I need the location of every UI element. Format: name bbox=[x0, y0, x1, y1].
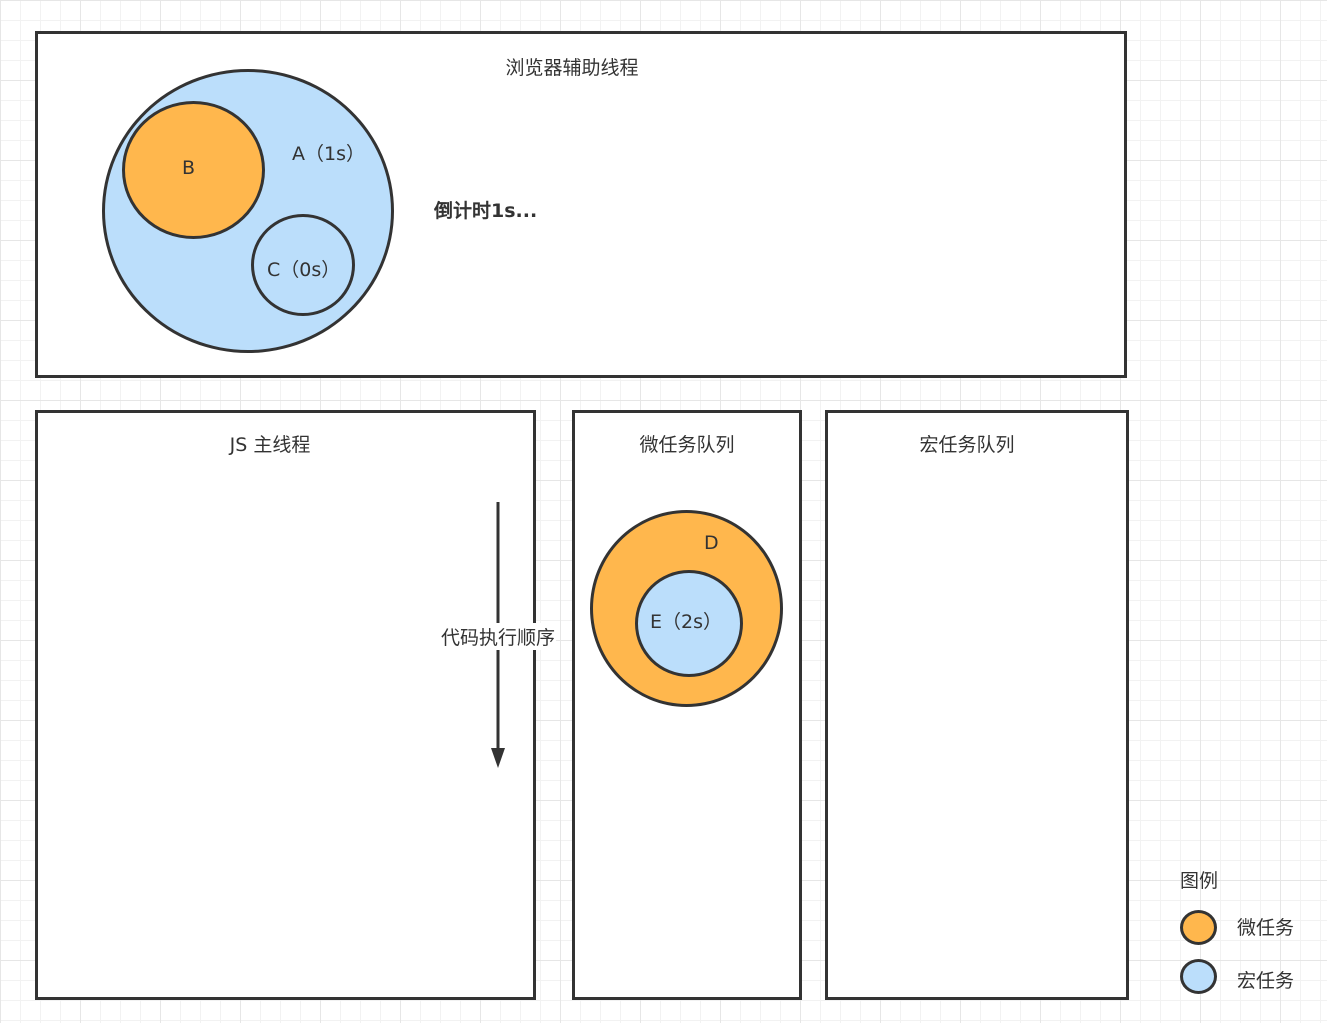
task-c-label: C（0s） bbox=[267, 259, 341, 281]
legend-micro-task-label: 微任务 bbox=[1237, 917, 1295, 939]
legend-macro-task-swatch bbox=[1180, 959, 1217, 994]
browser-thread-title: 浏览器辅助线程 bbox=[505, 57, 639, 79]
task-b-circle bbox=[122, 101, 265, 239]
task-b-label: B bbox=[182, 157, 196, 179]
micro-task-queue-title: 微任务队列 bbox=[639, 434, 735, 456]
task-d-label: D bbox=[704, 532, 719, 554]
macro-task-queue-title: 宏任务队列 bbox=[919, 434, 1015, 456]
js-main-thread-title: JS 主线程 bbox=[229, 434, 311, 456]
task-e-label: E（2s） bbox=[650, 611, 722, 633]
countdown-label: 倒计时1s... bbox=[434, 200, 538, 222]
task-c-circle bbox=[251, 214, 355, 316]
macro-task-queue-panel bbox=[825, 410, 1129, 1000]
legend-micro-task-swatch bbox=[1180, 910, 1217, 945]
execution-order-label: 代码执行顺序 bbox=[440, 623, 557, 650]
task-e-circle bbox=[635, 570, 743, 677]
legend-title: 图例 bbox=[1180, 870, 1219, 892]
task-a-label: A（1s） bbox=[292, 143, 365, 165]
js-main-thread-panel bbox=[35, 410, 536, 1000]
legend-macro-task-label: 宏任务 bbox=[1237, 970, 1295, 992]
